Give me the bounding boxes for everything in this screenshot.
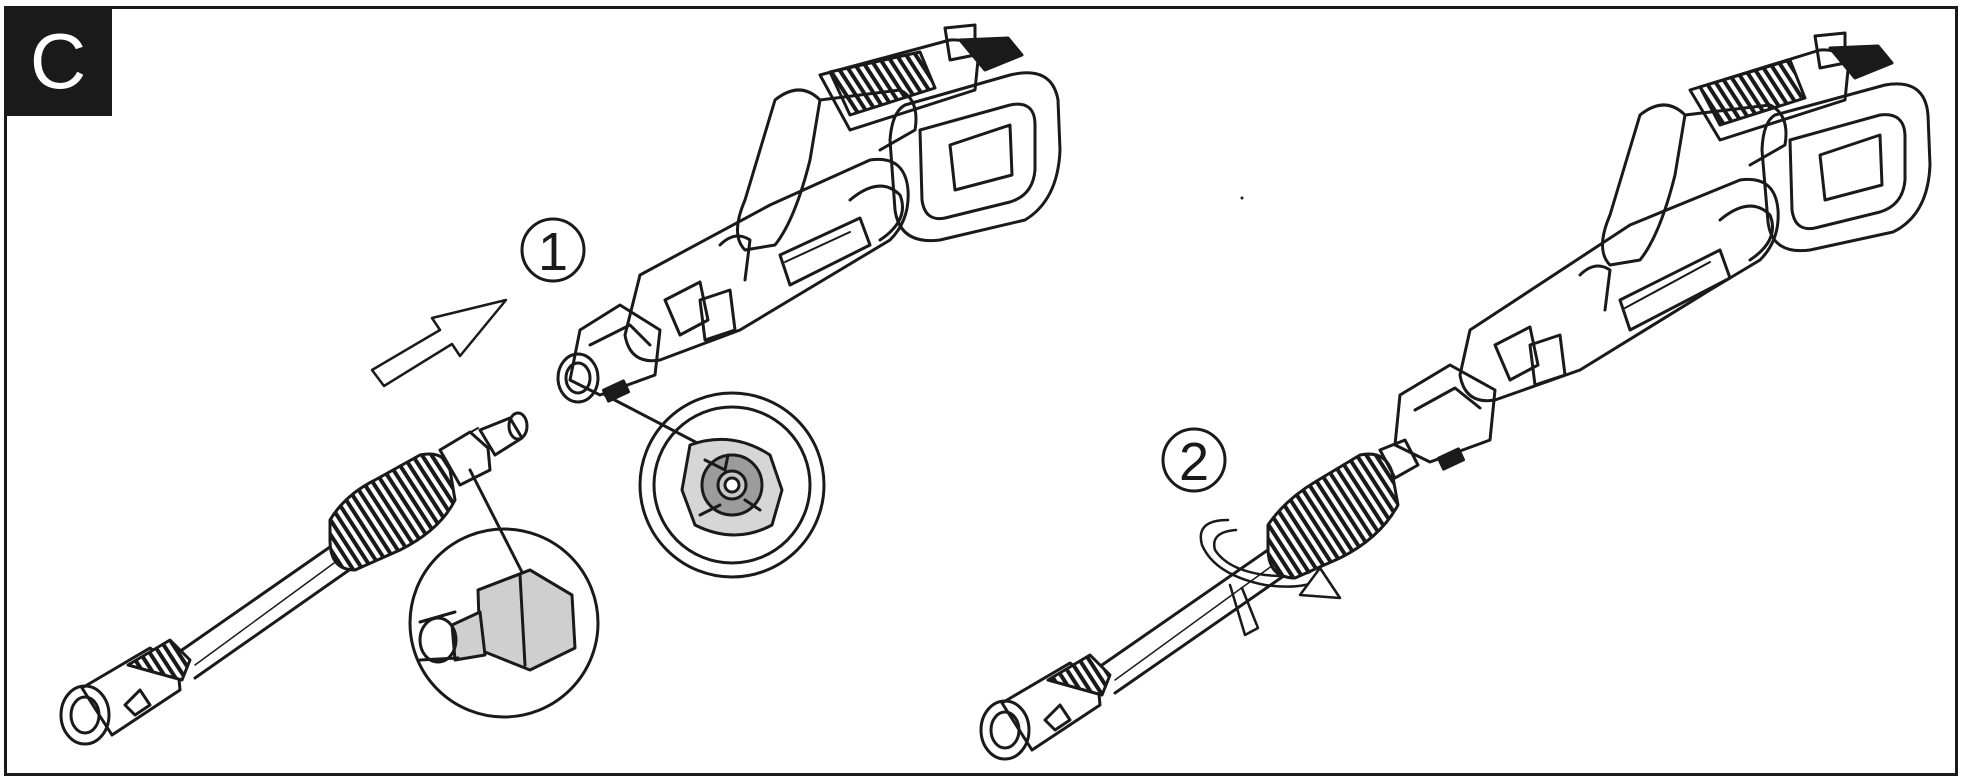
push-arrow	[370, 298, 508, 388]
step-2-number: 2	[1179, 432, 1209, 492]
lance-right	[979, 438, 1420, 761]
plug-zoom	[408, 527, 600, 719]
step-2-circle	[1161, 427, 1227, 493]
socket-zoom	[603, 391, 826, 579]
panel-label: C	[4, 6, 112, 116]
lance-left	[59, 411, 529, 746]
gun-right	[1393, 31, 1932, 471]
step-1-number: 1	[538, 222, 568, 282]
step-1-circle	[520, 217, 586, 283]
gun-left	[556, 23, 1062, 404]
